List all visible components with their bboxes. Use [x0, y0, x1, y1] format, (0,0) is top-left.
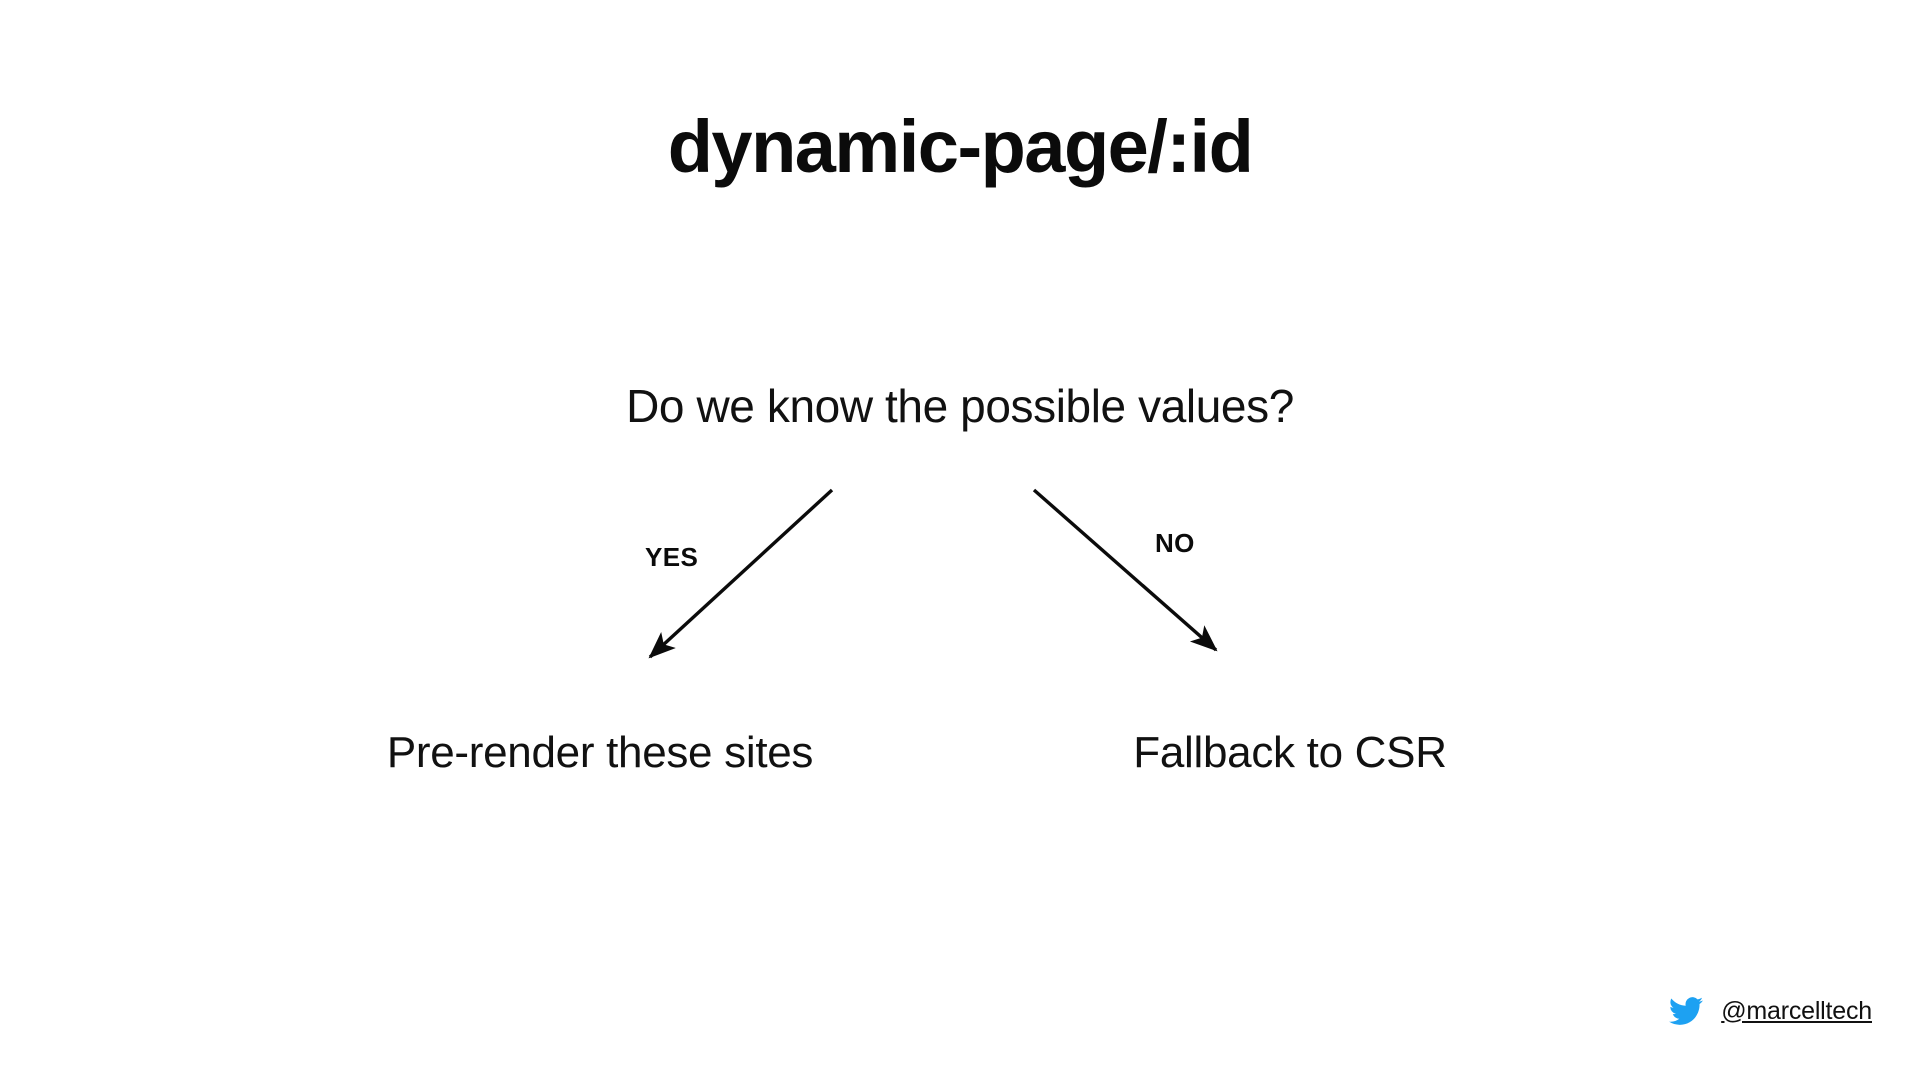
arrow-no-icon [1032, 488, 1218, 652]
outcome-no: Fallback to CSR [1133, 728, 1447, 777]
decision-question: Do we know the possible values? [626, 380, 1294, 432]
arrow-yes-icon [648, 488, 834, 659]
outcome-yes: Pre-render these sites [386, 728, 814, 777]
branch-label-no: NO [1155, 528, 1195, 558]
page-title: dynamic-page/:id [667, 105, 1254, 188]
twitter-bird-icon [1669, 997, 1704, 1025]
branch-label-yes: YES [645, 542, 699, 572]
social-handle[interactable]: @marcelltech [1669, 994, 1872, 1028]
twitter-handle-text[interactable]: @marcelltech [1721, 996, 1872, 1025]
